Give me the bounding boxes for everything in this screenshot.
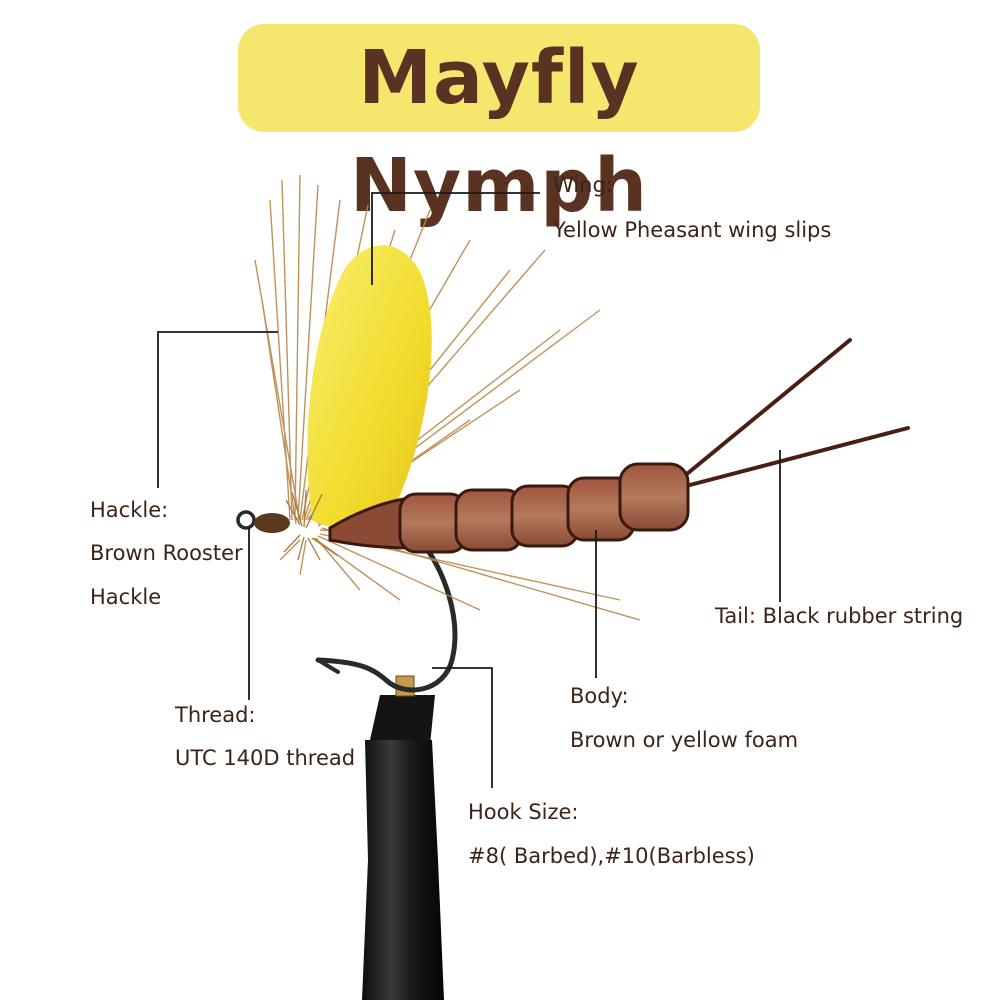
wing-heading: Wing: <box>553 173 613 197</box>
hackle-collar <box>283 489 339 561</box>
hackle-heading: Hackle: <box>90 498 169 522</box>
wing-leader <box>371 192 540 285</box>
thread-heading: Thread: <box>175 703 256 727</box>
thread-detail: UTC 140D thread <box>175 746 356 770</box>
tail-heading: Tail: Black rubber string <box>715 604 964 628</box>
hook-detail: #8( Barbed),#10(Barbless) <box>468 844 755 868</box>
body-detail: Brown or yellow foam <box>570 728 799 752</box>
page-title: Mayfly Nymph <box>350 35 648 229</box>
wing <box>307 245 432 529</box>
hackle-detail-1: Brown Rooster <box>90 541 243 565</box>
hook-heading: Hook Size: <box>468 800 579 824</box>
hook <box>236 510 458 693</box>
hook-leader <box>432 667 493 788</box>
leader-lines <box>157 192 781 788</box>
body-heading: Body: <box>570 684 629 708</box>
hackle-leader <box>157 331 278 488</box>
title-highlight <box>238 24 760 132</box>
tail-strings <box>680 338 910 488</box>
foam-body <box>328 462 690 554</box>
hackle-detail-2: Hackle <box>90 585 162 609</box>
vise-jaw <box>362 675 444 1000</box>
wing-detail: Yellow Pheasant wing slips <box>553 218 832 242</box>
thread-head <box>254 513 290 533</box>
